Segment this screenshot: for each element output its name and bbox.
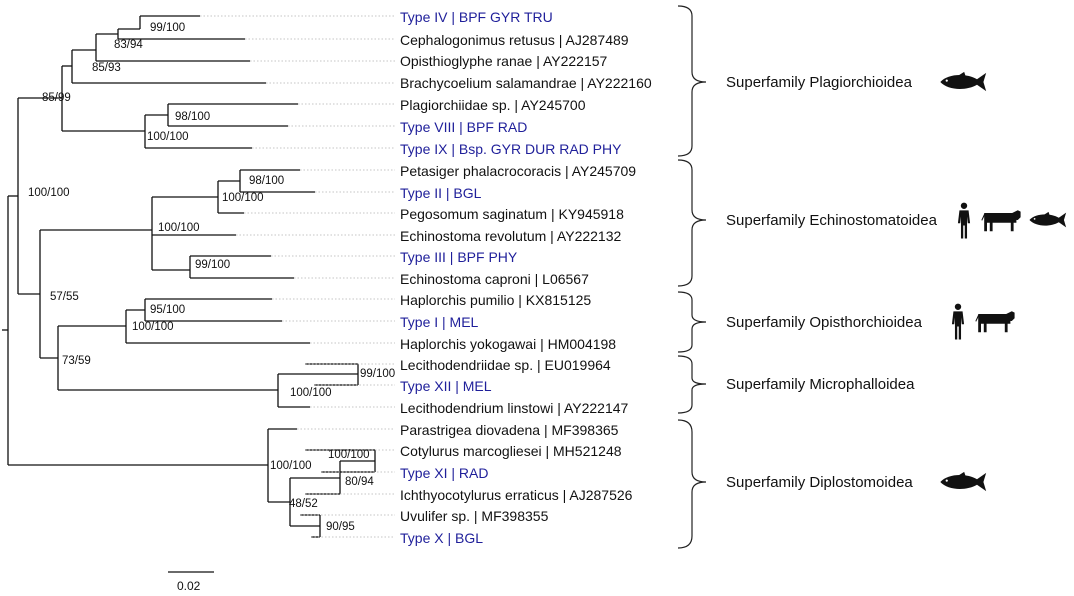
support-value: 99/100 — [360, 368, 395, 380]
superfamily-label: Superfamily Opisthorchioidea — [726, 314, 923, 331]
taxon-label: Petasiger phalacrocoracis | AY245709 — [400, 163, 636, 179]
tip-leader-lines — [200, 15, 395, 538]
support-value: 100/100 — [147, 131, 189, 143]
support-value: 99/100 — [195, 259, 230, 271]
scale-bar: 0.02 — [168, 571, 214, 593]
taxon-label: Echinostoma caproni | L06567 — [400, 271, 589, 287]
support-value: 85/93 — [92, 62, 121, 74]
brace-diplostomoidea — [677, 419, 707, 549]
brace-opisthorchioidea — [677, 291, 707, 353]
cow-icon — [975, 311, 1015, 333]
taxon-label: Type X | BGL — [400, 530, 483, 546]
human-icon — [957, 202, 971, 239]
taxon-label: Lecithodendriidae sp. | EU019964 — [400, 357, 611, 373]
support-value: 100/100 — [132, 321, 174, 333]
superfamily-braces — [677, 5, 707, 549]
host-icons — [940, 71, 1067, 492]
support-value: 98/100 — [175, 111, 210, 123]
fish-icon — [1029, 211, 1067, 228]
scale-bar-label: 0.02 — [177, 579, 201, 593]
superfamily-label: Superfamily Plagiorchioidea — [726, 74, 913, 91]
taxon-label: Lecithodendrium linstowi | AY222147 — [400, 400, 629, 416]
support-value: 48/52 — [289, 498, 318, 510]
taxon-label: Type IV | BPF GYR TRU — [400, 9, 553, 25]
support-value: 85/99 — [42, 92, 71, 104]
support-value: 100/100 — [290, 387, 332, 399]
taxon-label: Cotylurus marcogliesei | MH521248 — [400, 443, 622, 459]
taxon-label: Ichthyocotylurus erraticus | AJ287526 — [400, 487, 633, 503]
fish-icon — [940, 471, 987, 492]
support-values: 99/100 83/94 85/93 85/99 98/100 100/100 … — [28, 22, 395, 533]
support-value: 100/100 — [270, 460, 312, 472]
taxon-label: Type VIII | BPF RAD — [400, 119, 527, 135]
brace-microphalloidea — [677, 355, 707, 414]
support-value: 100/100 — [222, 192, 264, 204]
fish-icon — [940, 71, 987, 92]
taxon-label: Cephalogonimus retusus | AJ287489 — [400, 32, 629, 48]
support-value: 98/100 — [249, 175, 284, 187]
superfamily-label: Superfamily Echinostomatoidea — [726, 212, 938, 229]
support-value: 90/95 — [326, 521, 355, 533]
taxon-label: Uvulifer sp. | MF398355 — [400, 508, 549, 524]
taxon-label: Type I | MEL — [400, 314, 479, 330]
support-value: 80/94 — [345, 476, 374, 488]
superfamily-label: Superfamily Diplostomoidea — [726, 474, 913, 491]
taxon-label: Type IX | Bsp. GYR DUR RAD PHY — [400, 141, 622, 157]
taxon-label: Echinostoma revolutum | AY222132 — [400, 228, 622, 244]
tree-branches — [2, 15, 376, 538]
brace-plagiorchioidea — [677, 5, 707, 157]
support-value: 73/59 — [62, 355, 91, 367]
taxon-label: Type XI | RAD — [400, 465, 488, 481]
taxon-label: Type III | BPF PHY — [400, 249, 518, 265]
support-value: 100/100 — [28, 187, 70, 199]
support-value: 100/100 — [328, 449, 370, 461]
taxon-label: Parastrigea diovadena | MF398365 — [400, 422, 619, 438]
taxon-label: Type XII | MEL — [400, 378, 492, 394]
taxon-label: Type II | BGL — [400, 185, 482, 201]
taxon-label: Haplorchis pumilio | KX815125 — [400, 292, 591, 308]
taxon-label: Haplorchis yokogawai | HM004198 — [400, 336, 616, 352]
support-value: 99/100 — [150, 22, 185, 34]
human-icon — [951, 303, 965, 340]
support-value: 95/100 — [150, 304, 185, 316]
superfamily-labels: Superfamily Plagiorchioidea Superfamily … — [726, 74, 938, 491]
taxon-label: Opisthioglyphe ranae | AY222157 — [400, 53, 608, 69]
cow-icon — [981, 210, 1021, 232]
taxon-label: Brachycoelium salamandrae | AY222160 — [400, 75, 652, 91]
brace-echinostomatoidea — [677, 159, 707, 287]
support-value: 83/94 — [114, 39, 143, 51]
support-value: 100/100 — [158, 222, 200, 234]
taxon-label: Pegosomum saginatum | KY945918 — [400, 206, 624, 222]
taxon-label: Plagiorchiidae sp. | AY245700 — [400, 97, 586, 113]
taxa-labels: Type IV | BPF GYR TRU Cephalogonimus ret… — [400, 9, 652, 546]
support-value: 57/55 — [50, 291, 79, 303]
superfamily-label: Superfamily Microphalloidea — [726, 376, 915, 393]
